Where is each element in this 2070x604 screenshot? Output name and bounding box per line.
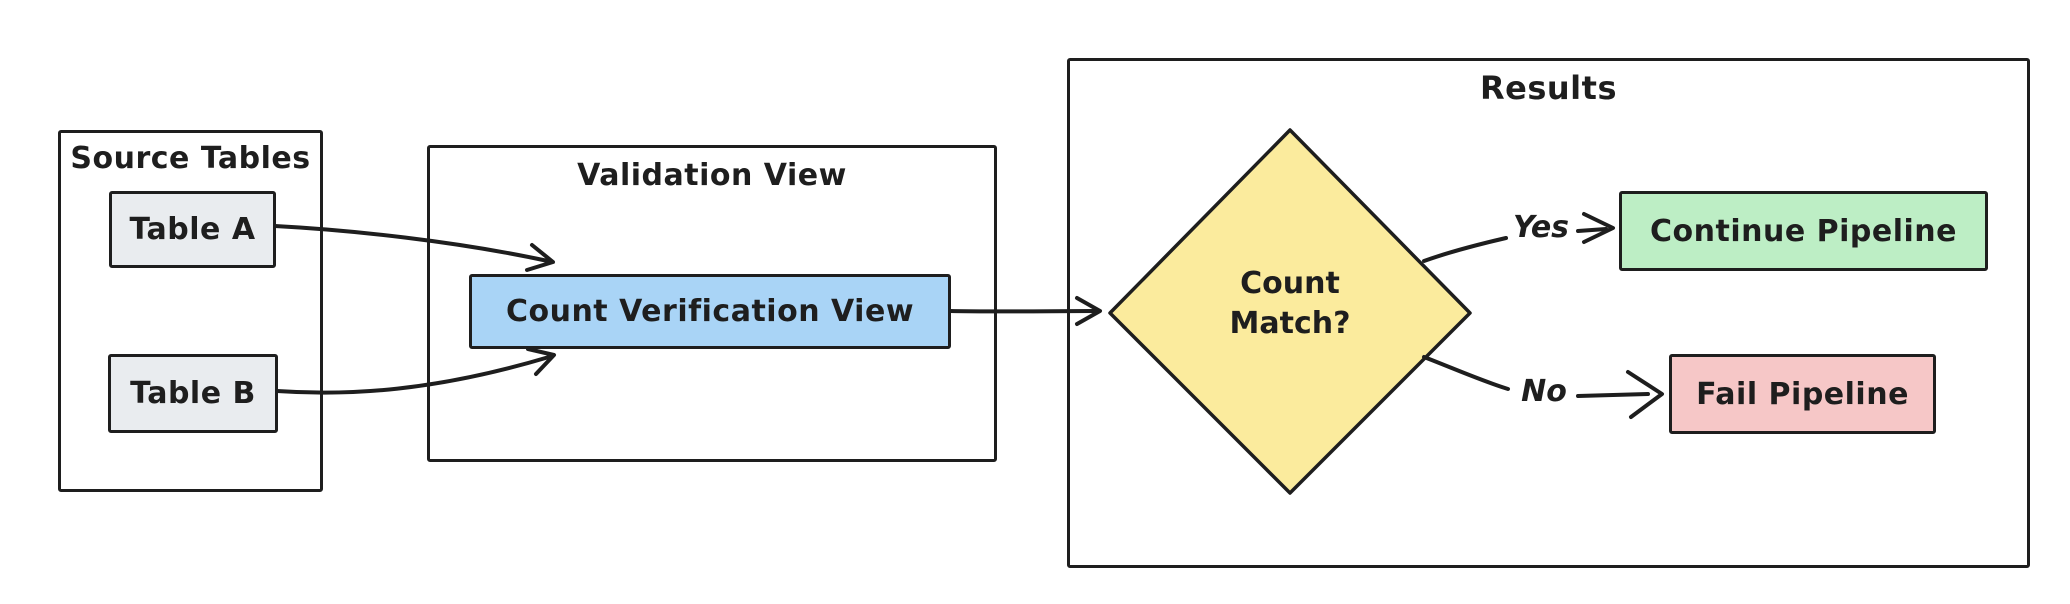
- node-table-a[interactable]: Table A: [109, 191, 276, 268]
- count-match-line1: Count: [1240, 266, 1340, 301]
- node-table-b[interactable]: Table B: [108, 354, 278, 433]
- validation-view-group: Validation View Count Verification View: [427, 145, 997, 462]
- edge-no-label: No: [1521, 374, 1567, 409]
- node-count-match-label: Count Match?: [1190, 264, 1390, 344]
- source-tables-group: Source Tables Table A Table B: [58, 130, 323, 492]
- results-title: Results: [1480, 69, 1617, 107]
- node-table-b-label: Table B: [130, 376, 256, 411]
- node-continue-pipeline[interactable]: Continue Pipeline: [1619, 191, 1988, 271]
- node-table-a-label: Table A: [129, 212, 256, 247]
- node-fail-pipeline-label: Fail Pipeline: [1696, 376, 1909, 412]
- count-match-line2: Match?: [1229, 306, 1351, 341]
- node-fail-pipeline[interactable]: Fail Pipeline: [1669, 354, 1936, 434]
- node-count-verification-view-label: Count Verification View: [505, 294, 915, 329]
- node-count-verification-view[interactable]: Count Verification View: [469, 274, 951, 349]
- source-tables-title: Source Tables: [70, 141, 311, 176]
- edge-yes-label: Yes: [1512, 210, 1570, 245]
- validation-view-title: Validation View: [577, 158, 847, 193]
- node-continue-pipeline-label: Continue Pipeline: [1650, 213, 1957, 249]
